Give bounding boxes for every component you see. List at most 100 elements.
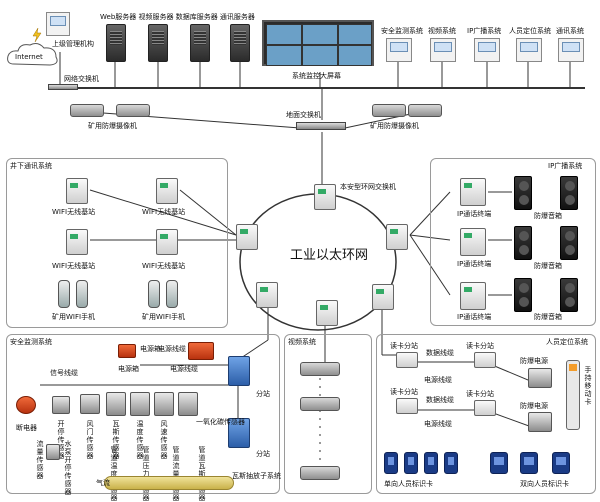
pipe-temp-label: 管道温度传感器 xyxy=(110,446,118,502)
safety-title: 安全监测系统 xyxy=(10,338,52,346)
terminal-label-broadcast: IP广播系统 xyxy=(467,27,502,35)
speaker-3b xyxy=(560,278,578,312)
network-switch xyxy=(48,84,78,90)
power-cable-label: 电源线缆 xyxy=(158,345,186,353)
reader-3 xyxy=(396,398,418,414)
double-card-1 xyxy=(490,452,508,474)
ring-title: 工业以太环网 xyxy=(290,248,369,263)
wifi-phone-2 xyxy=(76,280,88,308)
double-card-label: 双向人员标识卡 xyxy=(520,480,569,488)
ground-switch xyxy=(296,122,346,130)
terminal-safety xyxy=(386,38,412,62)
ip-term-3 xyxy=(460,282,486,310)
temp-sensor-label: 温度传感器 xyxy=(136,420,144,460)
wifi-base-1-label: WIFI无线基站 xyxy=(52,208,96,216)
network-switch-label: 网络交换机 xyxy=(64,75,99,83)
camera-right-1 xyxy=(372,104,406,117)
speaker-1b xyxy=(560,176,578,210)
ip-term-2-label: IP通话终端 xyxy=(457,260,492,268)
wifi-phone-4 xyxy=(166,280,178,308)
speaker-3a xyxy=(514,278,532,312)
comm-title: 井下通讯系统 xyxy=(10,162,52,170)
camera-left-label: 矿用防爆摄像机 xyxy=(88,122,137,130)
camera-right-2 xyxy=(408,104,442,117)
breaker xyxy=(16,396,36,414)
switch-sensor xyxy=(52,396,70,414)
substation-2 xyxy=(228,418,250,448)
broadcast-title: IP广播系统 xyxy=(548,162,583,170)
internet-cloud-icon xyxy=(7,43,58,66)
terminal-broadcast xyxy=(474,38,500,62)
double-card-3 xyxy=(552,452,570,474)
monitoring-big-screen xyxy=(262,20,374,66)
power-1 xyxy=(528,368,552,388)
terminal-location xyxy=(516,38,542,62)
ip-term-1 xyxy=(460,178,486,206)
pipe-gas-label: 管道瓦斯传感器 xyxy=(198,446,206,502)
ground-switch-label: 地面交换机 xyxy=(286,111,321,119)
speaker-1-label: 防爆音箱 xyxy=(534,212,562,220)
reader-1-label: 读卡分站 xyxy=(390,342,418,350)
signal-cable-label: 信号线缆 xyxy=(50,369,78,377)
ring-switch-bottom-right xyxy=(372,284,394,310)
ring-switch-label: 本安型环网交换机 xyxy=(340,183,396,191)
reader-3-label: 读卡分站 xyxy=(390,388,418,396)
servers-label: Web服务器 视频服务器 数据库服务器 通讯服务器 xyxy=(100,13,255,21)
door-sensor xyxy=(80,394,100,414)
wifi-base-1 xyxy=(66,178,88,204)
speed-sensor-label: 风速传感器 xyxy=(160,420,168,460)
single-card-2 xyxy=(404,452,418,474)
safety-panel xyxy=(6,334,280,494)
single-card-4 xyxy=(444,452,458,474)
internet-label: Internet xyxy=(15,53,43,61)
reader-2-label: 读卡分站 xyxy=(466,342,494,350)
double-card-2 xyxy=(520,452,538,474)
wifi-base-2-label: WIFI无线基站 xyxy=(142,208,186,216)
co-sensor xyxy=(178,392,198,416)
power-1-label: 防爆电源 xyxy=(520,357,548,365)
single-card-3 xyxy=(424,452,438,474)
wifi-base-2 xyxy=(156,178,178,204)
higher-mgmt-computer xyxy=(46,12,70,36)
ring-switch-bottom-left xyxy=(256,282,278,308)
terminal-video xyxy=(430,38,456,62)
ip-term-2 xyxy=(460,228,486,256)
power-cable-loc-1-label: 电源线缆 xyxy=(424,376,452,384)
single-card-1 xyxy=(384,452,398,474)
flow-sensor xyxy=(46,444,60,460)
video-server xyxy=(148,24,168,62)
gas-pipe xyxy=(104,476,234,490)
handset-label: 手持移动卡 xyxy=(584,366,592,406)
power-box-2-label: 电源箱 xyxy=(118,365,139,373)
single-card-label: 单向人员标识卡 xyxy=(384,480,433,488)
gas-flow-label: 气流 xyxy=(96,479,110,487)
lightning-icon xyxy=(32,28,42,42)
speaker-2-label: 防爆音箱 xyxy=(534,262,562,270)
speaker-1a xyxy=(514,176,532,210)
handset-card xyxy=(566,360,580,430)
location-panel xyxy=(376,334,596,494)
speaker-2a xyxy=(514,226,532,260)
reader-4-label: 读卡分站 xyxy=(466,390,494,398)
reader-2 xyxy=(474,352,496,368)
video-panel xyxy=(284,334,372,494)
gas-sensor xyxy=(106,392,126,416)
wifi-base-4 xyxy=(156,229,178,255)
power-box-2 xyxy=(188,342,214,360)
higher-mgmt-label: 上级管理机构 xyxy=(52,40,94,48)
extract-label: 瓦斯抽放子系统 xyxy=(232,472,281,480)
wifi-phone-1-label: 矿用WIFI手机 xyxy=(52,313,96,321)
terminal-label-safety: 安全监测系统 xyxy=(381,27,423,35)
terminal-label-comm: 通讯系统 xyxy=(556,27,584,35)
speaker-2b xyxy=(560,226,578,260)
power-2 xyxy=(528,412,552,432)
data-cable-2-label: 数据线缆 xyxy=(426,396,454,404)
speaker-3-label: 防爆音箱 xyxy=(534,313,562,321)
database-server xyxy=(190,24,210,62)
comm-panel xyxy=(6,158,228,328)
co-sensor-label: 一氧化碳传感器 xyxy=(196,418,245,426)
video-title: 视频系统 xyxy=(288,338,316,346)
ring-switch-bottom-mid xyxy=(316,300,338,326)
power-cable-2-label: 电源线缆 xyxy=(170,365,198,373)
